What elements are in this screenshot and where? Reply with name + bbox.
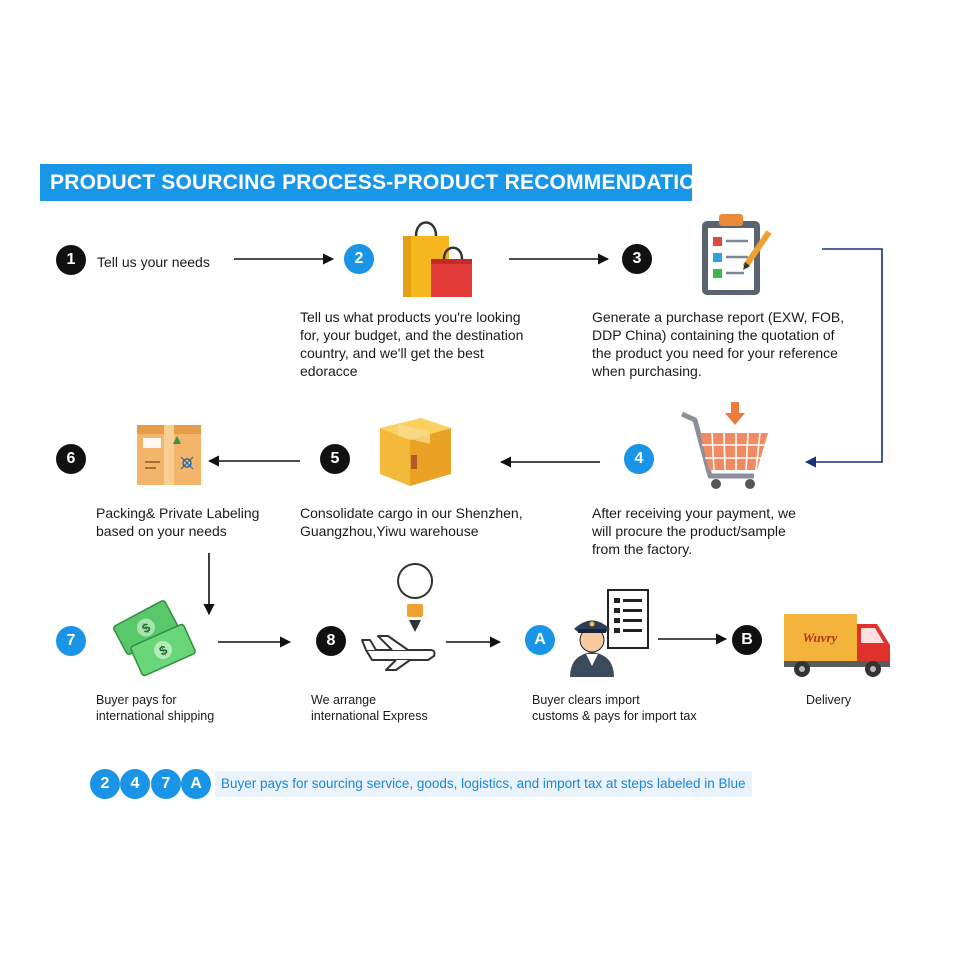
step-5-badge: 5	[320, 444, 350, 474]
note-text: Buyer pays for sourcing service, goods, …	[215, 771, 752, 797]
truck-text: Wuvry	[803, 630, 838, 645]
step-2-text: Tell us what products you're looking for…	[300, 309, 524, 379]
step-1-text: Tell us your needs	[97, 254, 210, 270]
note-badge-4: 4	[120, 769, 150, 799]
step-8-badge: 8	[316, 626, 346, 656]
step-B-badge: B	[732, 625, 762, 655]
step-B-text: Delivery	[806, 693, 852, 707]
page-title: PRODUCT SOURCING PROCESS-PRODUCT RECOMME…	[40, 164, 711, 201]
note-badge-7: 7	[151, 769, 181, 799]
step-7-text: Buyer pays for international shipping	[96, 693, 215, 723]
step-8-text: We arrange international Express	[311, 693, 428, 723]
step-3-badge: 3	[622, 244, 652, 274]
step-5-text: Consolidate cargo in our Shenzhen, Guang…	[300, 505, 523, 539]
step-7-badge: 7	[56, 626, 86, 656]
step-3-text: Generate a purchase report (EXW, FOB, DD…	[592, 309, 845, 379]
arrow-3-4	[804, 248, 883, 468]
step-4-text: After receiving your payment, we will pr…	[592, 505, 796, 557]
step-A-text: Buyer clears import customs & pays for i…	[532, 693, 697, 723]
note-badge-2: 2	[90, 769, 120, 799]
step-1-badge: 1	[56, 245, 86, 275]
step-A-badge: A	[525, 625, 555, 655]
step-2-badge: 2	[344, 244, 374, 274]
note-badge-A: A	[181, 769, 211, 799]
step-6-badge: 6	[56, 444, 86, 474]
step-4-badge: 4	[624, 444, 654, 474]
step-6-text: Packing& Private Labeling based on your …	[96, 505, 260, 539]
